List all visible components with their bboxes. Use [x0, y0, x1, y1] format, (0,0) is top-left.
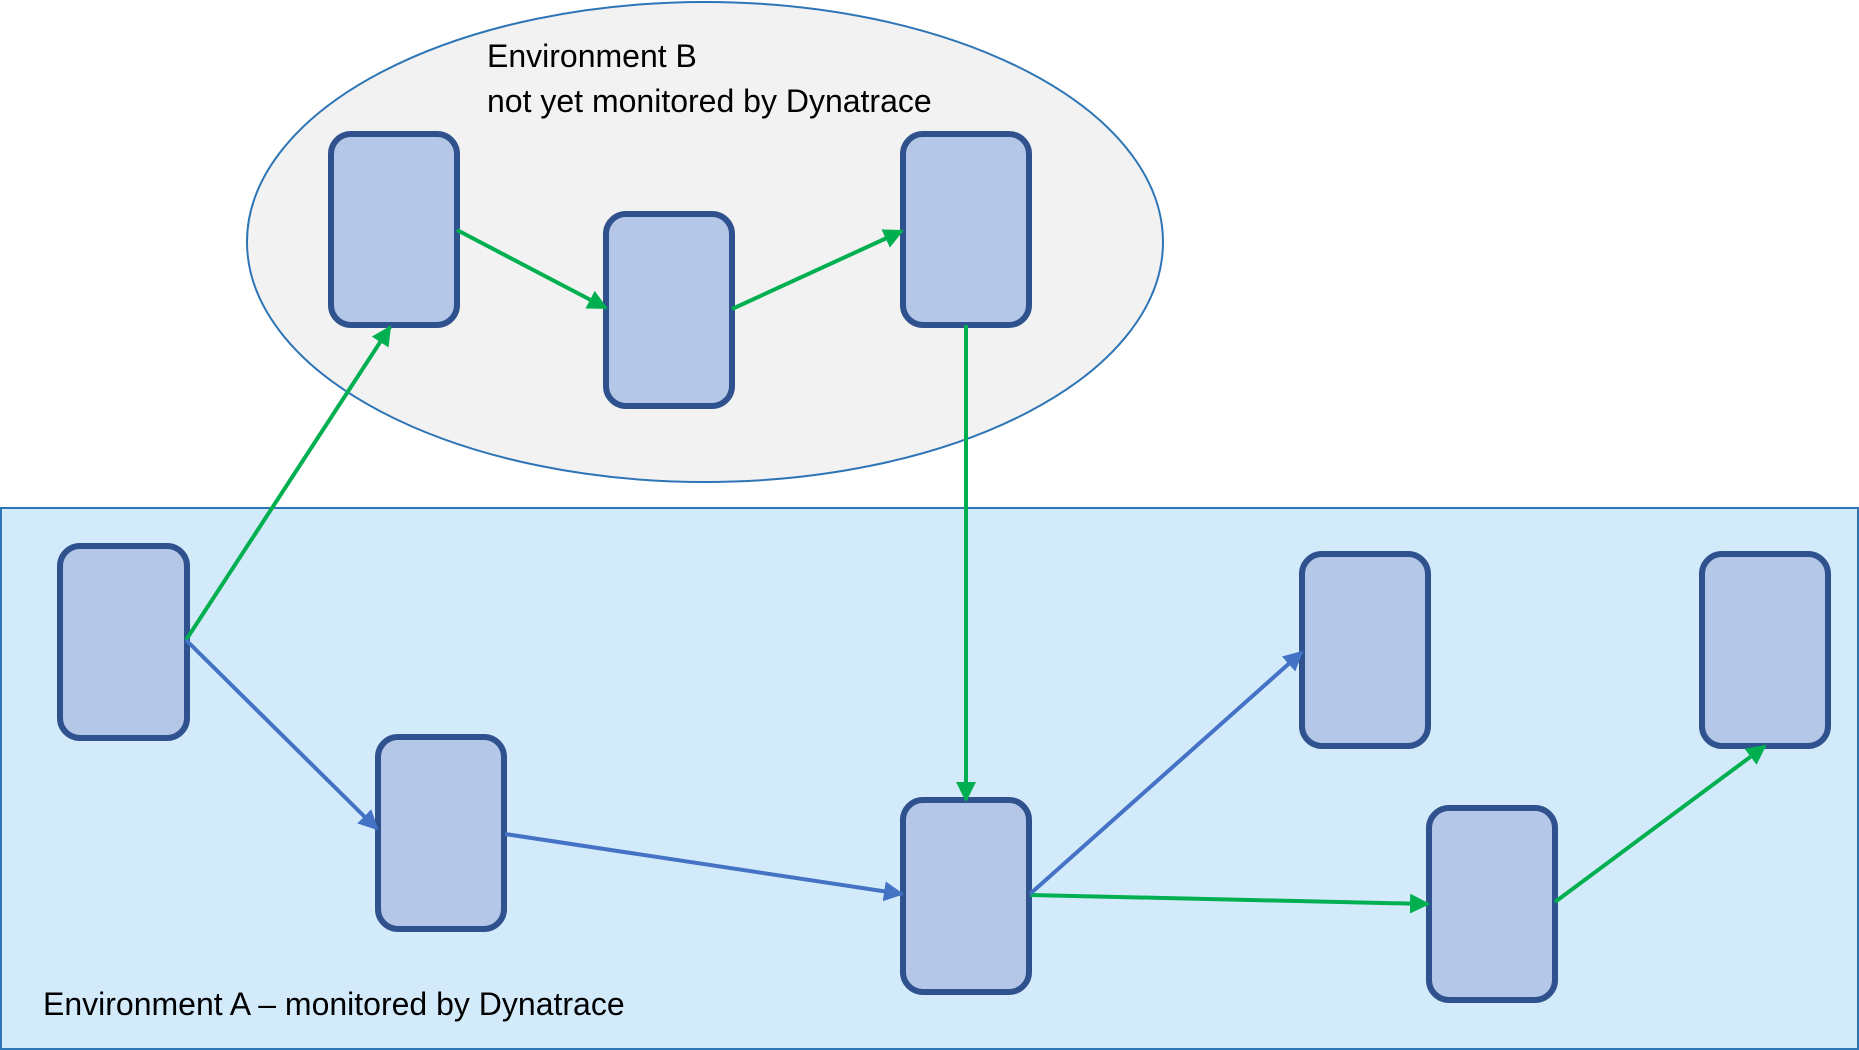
- node-b2: [603, 211, 735, 409]
- edge-b2-to-b3: [731, 229, 904, 311]
- environment-a-title: Environment A – monitored by Dynatrace: [43, 986, 625, 1022]
- node-a6: [1699, 551, 1831, 749]
- node-b1: [328, 131, 460, 328]
- node-a1: [57, 543, 190, 741]
- edge-b1-to-b2: [456, 228, 608, 310]
- node-a4: [1299, 551, 1431, 749]
- edge-a3-to-a4: [1028, 650, 1304, 896]
- node-a2: [375, 734, 507, 932]
- node-a3: [900, 797, 1032, 995]
- environment-b-subtitle: not yet monitored by Dynatrace: [487, 83, 932, 119]
- edge-a1-to-a2: [184, 638, 379, 831]
- edge-a2-to-a3: [504, 832, 904, 902]
- edge-a5-to-a6: [1553, 744, 1767, 904]
- node-a5: [1426, 805, 1558, 1003]
- environment-b-title: Environment B: [487, 38, 697, 74]
- edge-a3-to-a5: [1029, 893, 1430, 914]
- edge-a1-to-b1: [184, 325, 392, 642]
- node-b3: [900, 131, 1032, 328]
